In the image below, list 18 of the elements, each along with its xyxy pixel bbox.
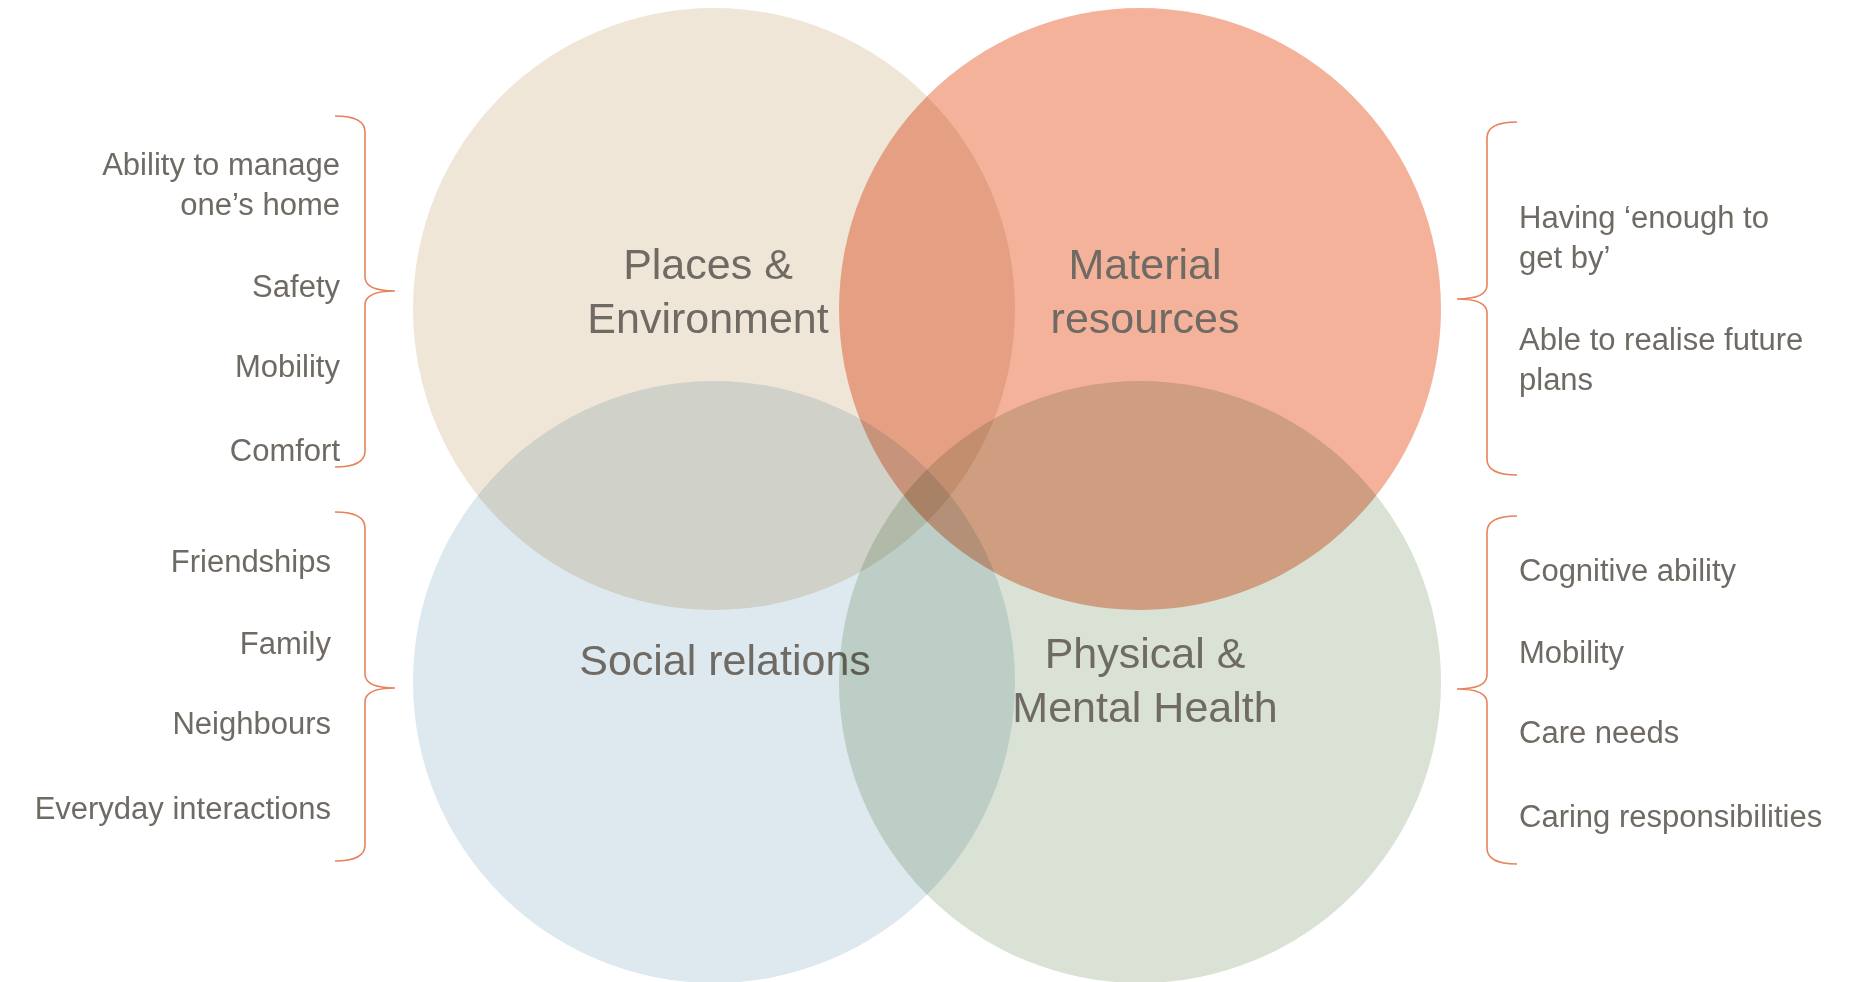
factor-label: Everyday interactions <box>34 790 331 828</box>
circle-label: Physical & Mental Health <box>1011 628 1279 733</box>
factor-label: Safety <box>252 268 340 306</box>
factor-label: Comfort <box>229 432 340 470</box>
circle-label: Places & Environment <box>586 239 830 344</box>
factor-label: Ability to manage one’s home <box>101 146 340 224</box>
circle-label: Social relations <box>578 635 872 686</box>
factor-label: Family <box>239 625 331 663</box>
factor-label: Care needs <box>1519 714 1680 752</box>
factor-label: Friendships <box>170 543 331 581</box>
circle-label: Material resources <box>1049 239 1241 344</box>
factor-label: Cognitive ability <box>1519 552 1737 590</box>
factor-label: Mobility <box>234 348 340 386</box>
factor-label: Caring responsibilities <box>1519 798 1823 836</box>
factor-label: Mobility <box>1519 634 1625 672</box>
factor-label: Able to realise future plans <box>1519 321 1805 399</box>
factor-label: Having ‘enough to get by’ <box>1519 199 1770 277</box>
factor-label: Neighbours <box>172 705 331 743</box>
